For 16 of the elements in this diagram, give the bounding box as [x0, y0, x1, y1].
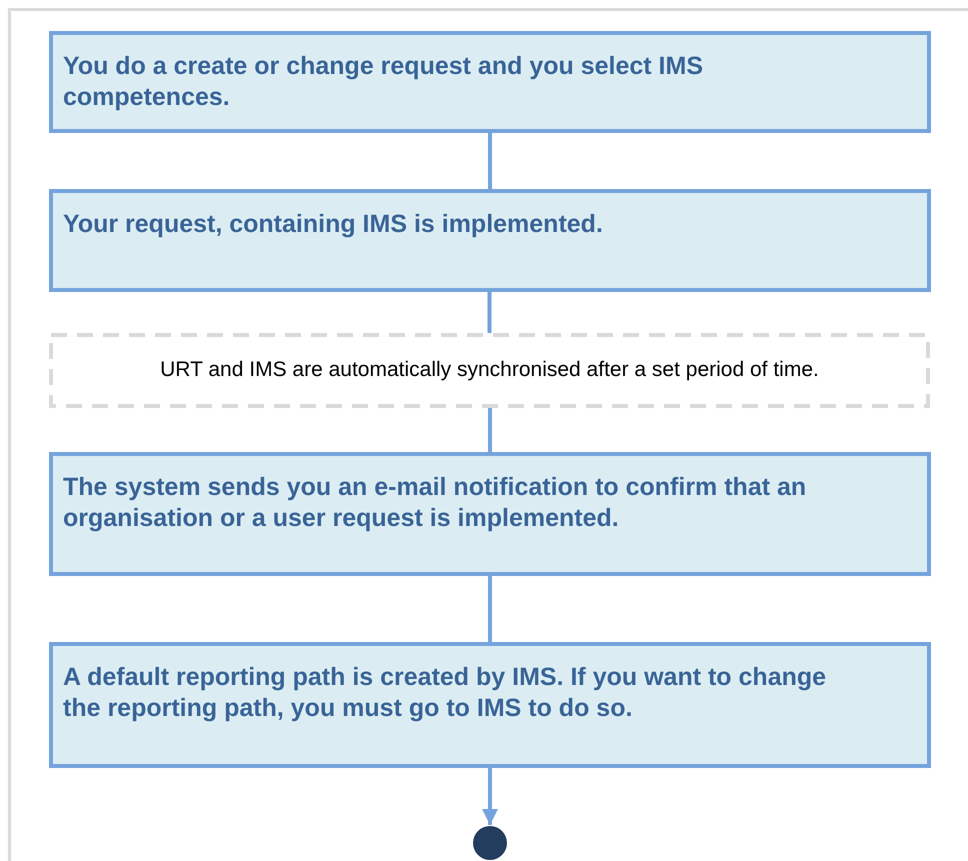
process-box: [49, 642, 931, 768]
step-text: A default reporting path is created by IMS. If you want to change the reporting path, you must go to IMS to do so.: [63, 662, 828, 724]
end-dot: [473, 826, 507, 860]
note-box: [49, 333, 930, 408]
connector-line: [488, 133, 492, 189]
step-text: You do a create or change request and you select IMS competences.: [63, 51, 704, 114]
process-box: [49, 452, 931, 576]
step-text: The system sends you an e-mail notification to confirm that an organisation or a user request is implemented.: [63, 472, 808, 534]
connector-line: [488, 408, 492, 452]
process-box: [49, 31, 931, 133]
connector-line: [488, 576, 492, 642]
process-box: [49, 189, 931, 292]
arrow: [482, 768, 498, 825]
connector-line: [488, 292, 492, 333]
step-text: Your request, containing IMS is implemented.: [63, 209, 603, 240]
note-text: URT and IMS are automatically synchronised after a set period of time.: [160, 357, 819, 384]
